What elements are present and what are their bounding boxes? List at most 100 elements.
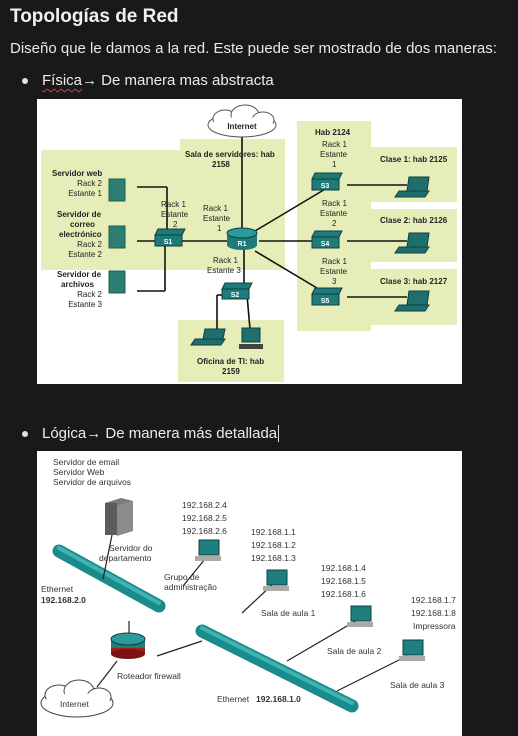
rack1-e1-line1: Rack 1 bbox=[203, 204, 228, 213]
physical-topology-diagram: Internet S1 S2 S3 S4 S5 bbox=[37, 99, 462, 384]
server-mail-label-3: electrónico bbox=[59, 230, 102, 239]
rack1-e3-line1: Rack 1 bbox=[213, 256, 238, 265]
admin-group-label-1: Grupo de bbox=[164, 572, 200, 582]
router-firewall-icon bbox=[110, 632, 146, 659]
ethernet1-label: Ethernet bbox=[217, 694, 250, 704]
dept-server-label-2: departamento bbox=[99, 553, 152, 563]
logical-internet-cloud-icon bbox=[40, 679, 114, 718]
it-office-label-1: Oficina de TI: hab bbox=[197, 357, 264, 366]
class2-ip-2: 192.168.1.5 bbox=[321, 576, 366, 586]
server-mail-label-1: Servidor de bbox=[57, 210, 102, 219]
dept-server-icon bbox=[105, 498, 133, 536]
logical-server-email: Servidor de email bbox=[53, 457, 119, 467]
rack1-e2-line3: 2 bbox=[173, 220, 178, 229]
server-mail-rack: Rack 2 bbox=[77, 240, 102, 249]
bullet-dot bbox=[22, 77, 28, 84]
admin-group-label-2: administração bbox=[164, 582, 217, 592]
class2-label: Sala de aula 2 bbox=[327, 646, 382, 656]
server-room-label-2: 2158 bbox=[212, 160, 230, 169]
ethernet2-label: Ethernet bbox=[41, 584, 74, 594]
logical-topology-diagram: Servidor de email Servidor Web Servidor … bbox=[37, 451, 462, 736]
router-firewall-label: Roteador firewall bbox=[117, 671, 181, 681]
pc-class3-icon bbox=[399, 639, 425, 661]
logical-server-files: Servidor de arquivos bbox=[53, 477, 131, 487]
logical-server-web: Servidor Web bbox=[53, 467, 105, 477]
bullet-logical-keyword: Lógica bbox=[42, 425, 87, 442]
class1-ip-3: 192.168.1.3 bbox=[251, 553, 296, 563]
bullet-physical-text: → De manera mas abstracta bbox=[82, 72, 274, 89]
bullet-logical-text: → De manera más detallada bbox=[86, 425, 278, 442]
right-rack2-line3: 2 bbox=[332, 219, 337, 228]
class1-label: Sala de aula 1 bbox=[261, 608, 316, 618]
server-files-shelf: Estante 3 bbox=[68, 300, 102, 309]
server-mail-shelf: Estante 2 bbox=[68, 250, 102, 259]
page-title: Topologías de Red bbox=[10, 6, 179, 27]
class2-ip-3: 192.168.1.6 bbox=[321, 589, 366, 599]
class2-label: Clase 2: hab 2126 bbox=[380, 216, 448, 225]
server-mail-label-2: correo bbox=[70, 220, 95, 229]
printer-ip-1: 192.168.1.7 bbox=[411, 595, 456, 605]
class1-ip-2: 192.168.1.2 bbox=[251, 540, 296, 550]
dept-ip-2: 192.168.2.5 bbox=[182, 513, 227, 523]
right-rack1-line1: Rack 1 bbox=[322, 140, 347, 149]
dept-server-label-1: Servidor do bbox=[109, 543, 153, 553]
physical-internet-label: Internet bbox=[227, 122, 257, 131]
bullet-dot bbox=[22, 430, 28, 437]
bullet-physical: Física → De manera mas abstracta bbox=[22, 72, 274, 89]
server-icons bbox=[108, 178, 126, 294]
desktop-pc-icon bbox=[239, 327, 263, 349]
switch-s4-label: S4 bbox=[321, 241, 330, 248]
server-web-shelf: Estante 1 bbox=[68, 189, 102, 198]
right-rack1-line3: 1 bbox=[332, 160, 337, 169]
right-rack2-line2: Estante bbox=[320, 209, 348, 218]
rack1-e1-line2: Estante bbox=[203, 214, 231, 223]
pc-class1-icon bbox=[263, 569, 289, 591]
class1-label: Clase 1: hab 2125 bbox=[380, 155, 448, 164]
dept-ip-3: 192.168.2.6 bbox=[182, 526, 227, 536]
router-r1-label: R1 bbox=[238, 241, 247, 248]
ethernet-1-bus bbox=[195, 624, 359, 713]
text-cursor bbox=[278, 425, 280, 442]
bullet-physical-keyword: Física bbox=[42, 72, 83, 89]
switch-icons bbox=[154, 172, 343, 306]
pc-class2-icon bbox=[347, 605, 373, 627]
dept-ip-1: 192.168.2.4 bbox=[182, 500, 227, 510]
switch-s1-label: S1 bbox=[164, 239, 173, 246]
ethernet-2-bus bbox=[52, 544, 166, 613]
server-web-rack: Rack 2 bbox=[77, 179, 102, 188]
server-web-label: Servidor web bbox=[52, 169, 102, 178]
switch-s2-label: S2 bbox=[231, 292, 240, 299]
it-office-label-2: 2159 bbox=[222, 367, 240, 376]
page-subtitle: Diseño que le damos a la red. Este puede… bbox=[10, 40, 497, 57]
right-rack2-line1: Rack 1 bbox=[322, 199, 347, 208]
switch-s3-label: S3 bbox=[321, 183, 330, 190]
pc-admin-icon bbox=[195, 539, 221, 561]
ethernet2-ip: 192.168.2.0 bbox=[41, 595, 86, 605]
hab-2124-label: Hab 2124 bbox=[315, 128, 351, 137]
right-rack3-line1: Rack 1 bbox=[322, 257, 347, 266]
right-rack3-line3: 3 bbox=[332, 277, 337, 286]
right-rack3-line2: Estante bbox=[320, 267, 348, 276]
right-rack1-line2: Estante bbox=[320, 150, 348, 159]
class1-ip-1: 192.168.1.1 bbox=[251, 527, 296, 537]
switch-s5-label: S5 bbox=[321, 298, 330, 305]
server-room-label-1: Sala de servidores: hab bbox=[185, 150, 275, 159]
class3-label: Clase 3: hab 2127 bbox=[380, 277, 448, 286]
rack1-e2-line2: Estante bbox=[161, 210, 189, 219]
ethernet1-ip: 192.168.1.0 bbox=[256, 694, 301, 704]
rack1-e1-line3: 1 bbox=[217, 224, 222, 233]
class2-ip-1: 192.168.1.4 bbox=[321, 563, 366, 573]
laptop-icons bbox=[190, 176, 430, 346]
rack1-e2-line1: Rack 1 bbox=[161, 200, 186, 209]
class3-label: Sala de aula 3 bbox=[390, 680, 445, 690]
server-files-label-2: archivos bbox=[61, 280, 94, 289]
server-files-label-1: Servidor de bbox=[57, 270, 102, 279]
internet-cloud-icon bbox=[207, 104, 277, 138]
server-files-rack: Rack 2 bbox=[77, 290, 102, 299]
printer-label: Impressora bbox=[413, 621, 456, 631]
router-icon bbox=[226, 227, 258, 250]
printer-ip-2: 192.168.1.8 bbox=[411, 608, 456, 618]
logical-internet-label: Internet bbox=[60, 699, 89, 709]
rack1-e3-line2: Estante 3 bbox=[207, 266, 241, 275]
bullet-logical: Lógica → De manera más detallada bbox=[22, 425, 280, 442]
